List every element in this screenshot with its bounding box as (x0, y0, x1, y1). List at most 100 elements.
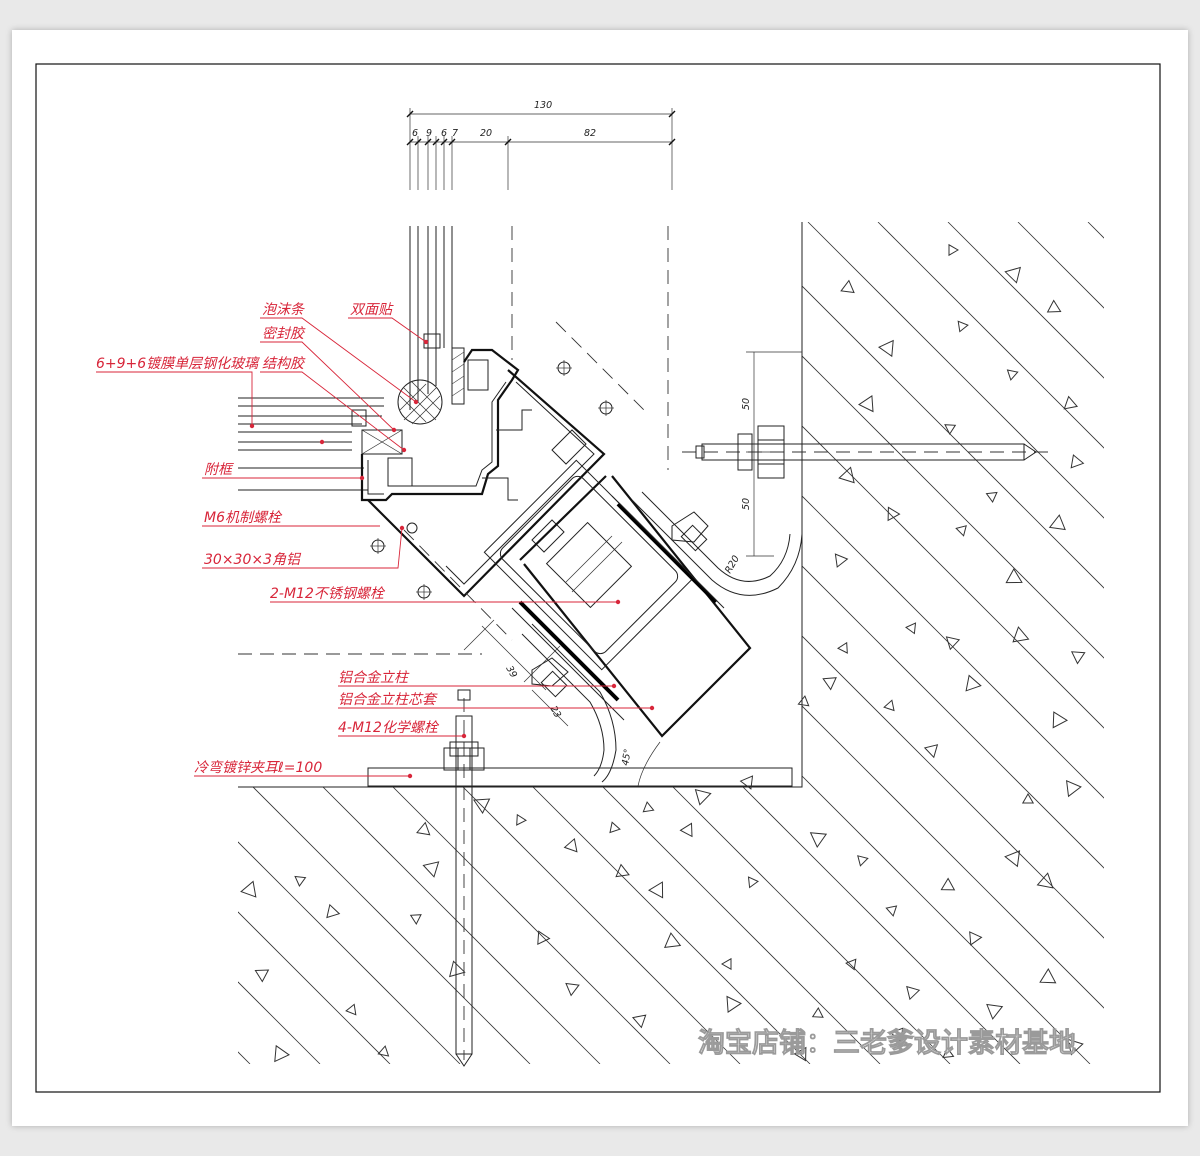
aggregate-triangle (942, 1047, 955, 1059)
aggregate-triangle (1063, 395, 1079, 410)
label-bracket: 冷弯镀锌夹耳ℓ=100 (194, 760, 322, 776)
hatch-line (238, 222, 741, 1064)
hatch-line (238, 222, 531, 1064)
aggregate-triangle (416, 821, 431, 836)
aggregate-triangle (1006, 369, 1019, 381)
aggregate-triangle (240, 880, 257, 898)
aggregate-triangle (838, 466, 855, 484)
aggregate-triangle (857, 855, 869, 867)
aggregate-triangle (836, 641, 848, 654)
aggregate-triangle (631, 1014, 647, 1029)
aggregate-triangle (944, 424, 957, 436)
aggregate-triangle (1048, 514, 1066, 531)
aluminum-mullion (483, 459, 752, 738)
aggregate-triangle (822, 677, 837, 691)
aggregate-triangle (945, 636, 961, 651)
hatch-line (807, 222, 1104, 1064)
aggregate-triangle (473, 798, 491, 814)
dim-seg-4: 7 (452, 128, 458, 139)
dim-angle: 45° (620, 748, 634, 766)
aggregate-triangle (345, 1003, 357, 1016)
aggregate-triangle (883, 699, 895, 712)
aggregate-triangle (1065, 779, 1082, 798)
aggregate-triangle (642, 801, 655, 813)
concrete-wall (12, 222, 1188, 1064)
aggregate-triangle (809, 832, 828, 848)
aggregate-triangle (1052, 711, 1069, 729)
dim-flange-a: 39 (503, 664, 519, 680)
hatch-line (387, 222, 1104, 1064)
hatch-line (238, 222, 811, 1064)
aggregate-triangle (940, 877, 956, 891)
hatch-line (238, 222, 461, 1064)
aggregate-triangle (663, 932, 682, 949)
aggregate-triangle (986, 1003, 1004, 1020)
dim-seg-5: 20 (480, 128, 492, 139)
aggregate-triangle (887, 506, 901, 522)
aggregate-triangle (948, 243, 959, 257)
drawing-frame (35, 63, 1161, 1093)
hatch-line (238, 222, 1021, 1064)
label-m12-bolts: 2-M12不锈钢螺栓 (270, 586, 386, 602)
aggregate-triangle (254, 969, 270, 983)
aggregate-triangle (747, 876, 759, 889)
aggregate-triangle (1039, 967, 1057, 984)
aggregate-triangle (422, 861, 440, 878)
aggregate-triangle (516, 813, 528, 826)
aggregate-triangle (834, 553, 849, 568)
aggregate-marks (240, 243, 1086, 1063)
aggregate-triangle (797, 695, 810, 707)
aggregate-triangle (923, 744, 939, 759)
dim-vertical-lower: 50 (741, 498, 752, 510)
aggregate-triangle (739, 775, 754, 790)
aggregate-triangle (565, 982, 580, 997)
drawing-sheet: 130 6 9 6 7 20 82 50 50 R20 39 23 45° (12, 30, 1188, 1126)
hatch-line (737, 222, 1104, 1064)
aggregate-triangle (1004, 850, 1021, 868)
aggregate-triangle (1046, 299, 1062, 313)
dim-vertical-upper: 50 (741, 398, 752, 410)
aggregate-triangle (449, 960, 466, 978)
hatch-line (238, 222, 321, 1064)
label-chemical-bolts: 4-M12化学螺栓 (338, 720, 440, 736)
aggregate-triangle (906, 985, 921, 1001)
aggregate-triangle (1070, 454, 1085, 469)
aggregate-triangle (1036, 872, 1054, 889)
hatch-line (457, 222, 1104, 1064)
concrete-hatch (12, 222, 1188, 1064)
hatch-line (317, 222, 1104, 1064)
aggregate-triangle (985, 491, 998, 503)
dim-total: 130 (534, 100, 552, 111)
label-foam-strip: 泡沫条 (262, 302, 305, 318)
centerlines (238, 226, 669, 655)
aggregate-triangle (885, 905, 898, 917)
label-mullion-sleeve: 铝合金立柱芯套 (338, 692, 438, 708)
hatch-line (1158, 222, 1188, 1064)
hatch-line (1087, 222, 1104, 1064)
dim-seg-3: 6 (441, 128, 447, 139)
glass-assembly (238, 226, 614, 600)
aggregate-triangle (1067, 1038, 1084, 1056)
aggregate-triangle (563, 837, 578, 853)
label-glass: 6+9+6镀膜单层钢化玻璃 (96, 356, 260, 372)
aggregate-triangle (878, 339, 894, 358)
aggregate-triangle (326, 903, 341, 919)
aggregate-triangle (845, 958, 857, 971)
aggregate-triangle (1004, 266, 1021, 284)
aggregate-triangle (274, 1044, 290, 1063)
label-angle-aluminum: 30×30×3角铝 (204, 552, 302, 568)
hatch-line (12, 222, 180, 1064)
aggregate-triangle (957, 320, 969, 333)
aggregate-triangle (648, 881, 664, 899)
aggregate-triangle (955, 525, 967, 537)
hatch-line (1017, 222, 1104, 1064)
dim-seg-2: 9 (426, 128, 432, 139)
dim-flange-b: 23 (547, 704, 563, 720)
aggregate-triangle (840, 279, 855, 294)
hatch-line (238, 222, 671, 1064)
aggregate-triangle (537, 930, 551, 946)
aggregate-triangle (726, 995, 742, 1013)
aggregate-triangle (965, 674, 982, 692)
label-structural-sealant: 结构胶 (262, 356, 306, 372)
watermark: 淘宝店铺：三老爹设计素材基地 (698, 1027, 1076, 1059)
